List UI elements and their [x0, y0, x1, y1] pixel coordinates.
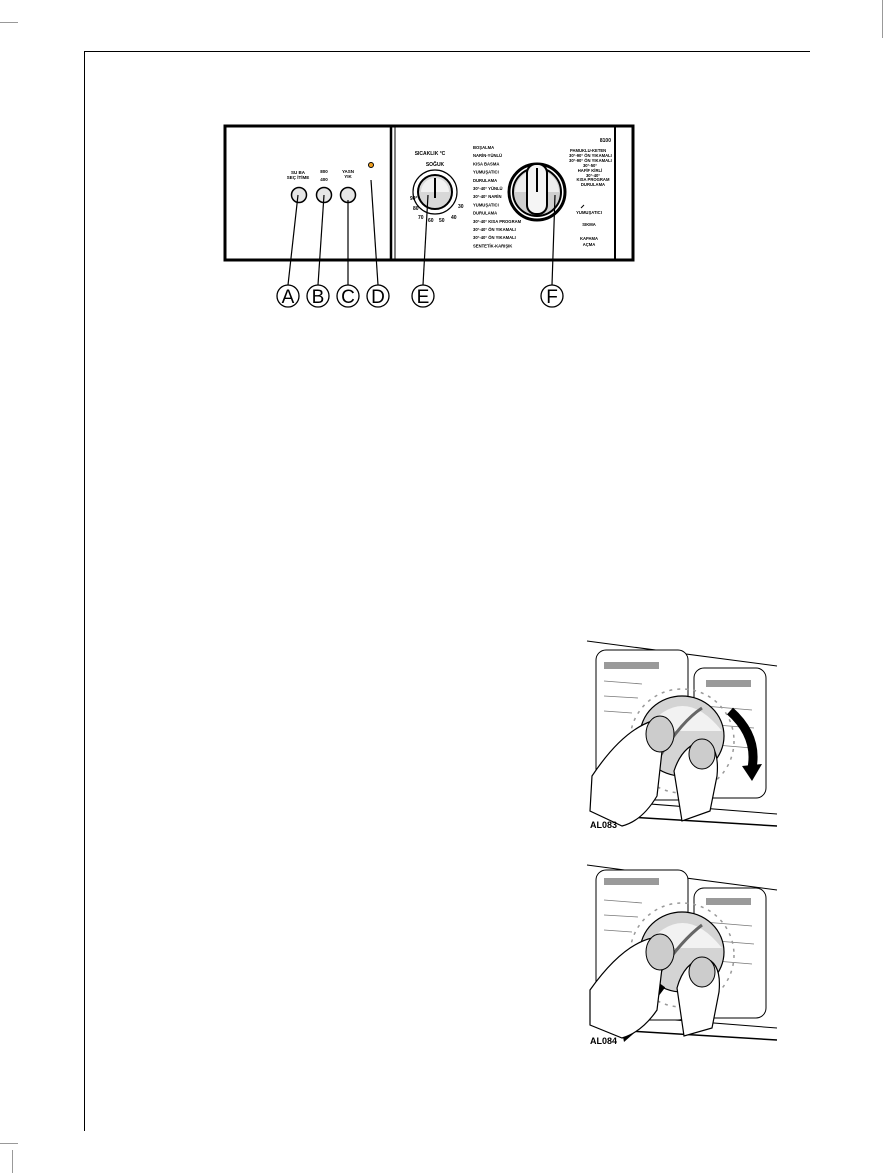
callout-d: D: [366, 284, 390, 308]
program-label-left: SENTETİK-KARIŞIK: [473, 243, 512, 248]
program-label-left: 30°-40° ÖN YIKAMALI: [473, 227, 516, 232]
svg-text:B: B: [312, 287, 325, 308]
callout-b: B: [306, 284, 330, 308]
svg-text:F: F: [546, 287, 558, 308]
temp-scale-70: 70: [418, 215, 424, 221]
program-label-right: PAMUKLU-KETEN: [570, 148, 606, 153]
program-label-right: 30°-40°: [586, 173, 600, 178]
program-label-left: BOŞALMA: [473, 145, 494, 150]
temp-scale-90: 90°: [410, 196, 418, 202]
program-label-right: 30°-50°: [583, 163, 597, 168]
page-top-rule: [84, 51, 810, 52]
callout-a: A: [276, 284, 300, 308]
program-label-right: YUMUŞATICI: [576, 210, 602, 215]
temp-cold-label: SOĞUK: [426, 160, 445, 168]
program-label-right: AÇMA: [583, 242, 596, 247]
temp-scale-40: 40: [451, 215, 457, 221]
program-label-right: KISA PROGRAM: [577, 177, 610, 182]
crop-mark-right: [882, 0, 883, 38]
temp-scale-30: 30: [458, 204, 464, 210]
callout-e: E: [411, 284, 435, 308]
crop-mark-left-bottom: [0, 1143, 18, 1144]
program-label-left: NARİN-YÜNLÜ: [473, 153, 502, 158]
program-label-left: YUMUŞATICI: [473, 170, 499, 175]
temp-scale-60: 60: [428, 218, 434, 224]
svg-text:D: D: [371, 287, 385, 308]
figure-al083-code: AL083: [590, 820, 617, 830]
button-b-label-2: 400: [320, 177, 328, 182]
callout-layer: A B C D E F: [276, 180, 564, 308]
program-label-left: YUMUŞATICI: [473, 202, 499, 207]
program-label-right: KAPAMA: [580, 236, 598, 241]
program-dial: 8100 BOŞALMA NARİN-YÜNLÜ KISA BASMA YUMUŞAT…: [473, 138, 612, 248]
callout-f: F: [540, 284, 564, 308]
button-a-label-1: SU BA: [291, 170, 306, 175]
button-c-label-2: YIK: [344, 174, 352, 179]
svg-text:A: A: [282, 287, 295, 308]
panel-model: 8100: [600, 138, 611, 144]
crop-mark-bottom: [12, 1150, 13, 1173]
button-c-label-1: YASN: [342, 169, 354, 174]
temp-scale-50: 50: [439, 218, 445, 224]
page-left-rule: [84, 51, 85, 1131]
indicator-lamp: [368, 162, 374, 168]
button-a-label-2: SEÇ İTİME: [287, 174, 310, 180]
program-label-left: DURULAMA: [473, 178, 497, 183]
program-label-left: 30°-40° ÖN YIKAMALI: [473, 235, 516, 240]
program-label-right: DURULAMA: [581, 182, 605, 187]
figure-al084-code: AL084: [590, 1036, 617, 1046]
temp-scale-80: 80: [413, 206, 419, 212]
program-label-left: 30°-40° KISA PROGRAM: [473, 219, 522, 224]
figure-al083: AL083: [586, 640, 778, 830]
program-label-left: 30°-40° YÜNLÜ: [473, 186, 503, 191]
svg-text:E: E: [417, 287, 430, 308]
program-label-right: 30°-90° ÖN YIKAMALI: [569, 158, 612, 163]
figure-al084: AL084: [586, 864, 778, 1046]
svg-text:C: C: [341, 287, 355, 308]
crop-mark-left-top: [0, 22, 18, 23]
button-a: [290, 186, 308, 204]
program-label-left: 30°-40° NARİN: [473, 194, 501, 199]
program-label-right: 30°-90° ÖN YIKAMALI: [569, 153, 612, 158]
temperature-dial: SICAKLIK °C SOĞUK 90° 80 70 60 50 40 30: [410, 151, 464, 224]
callout-c: C: [336, 284, 360, 308]
program-label-left: DURULAMA: [473, 211, 497, 216]
program-label-right: HAFİF KİRLİ: [578, 168, 602, 173]
program-label-left: KISA BASMA: [473, 161, 499, 166]
temp-heading: SICAKLIK °C: [415, 151, 446, 157]
button-b-label-1: 800: [320, 169, 328, 174]
program-label-right: SIKMA: [582, 222, 596, 227]
